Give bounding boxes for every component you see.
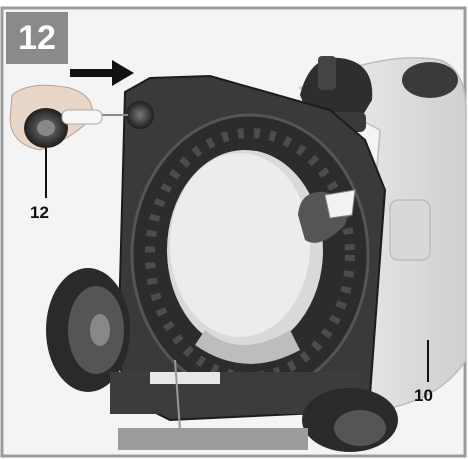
- right-wheel-rim: [334, 410, 386, 446]
- hinge-point: [126, 101, 154, 129]
- opening-inner: [170, 153, 310, 337]
- spring-detail: [174, 359, 181, 431]
- rib-pattern: [145, 128, 355, 382]
- latch-tab: [324, 189, 356, 219]
- rear-knob: [402, 62, 458, 98]
- base-strip: [118, 428, 308, 450]
- pin-shaft: [61, 109, 103, 125]
- callout-label-10: 10: [414, 386, 433, 405]
- housing-panel: [389, 199, 431, 261]
- opening-shadow: [195, 330, 300, 364]
- left-wheel-hub: [90, 314, 110, 346]
- callout-label-12: 12: [30, 203, 49, 222]
- bottom-bar-highlight: [150, 372, 220, 384]
- arrow-right-icon: [70, 60, 134, 86]
- step-number-badge: 12: [6, 12, 68, 64]
- pin-center: [37, 120, 55, 136]
- knob-grip: [318, 56, 336, 90]
- motor-housing: [298, 57, 467, 411]
